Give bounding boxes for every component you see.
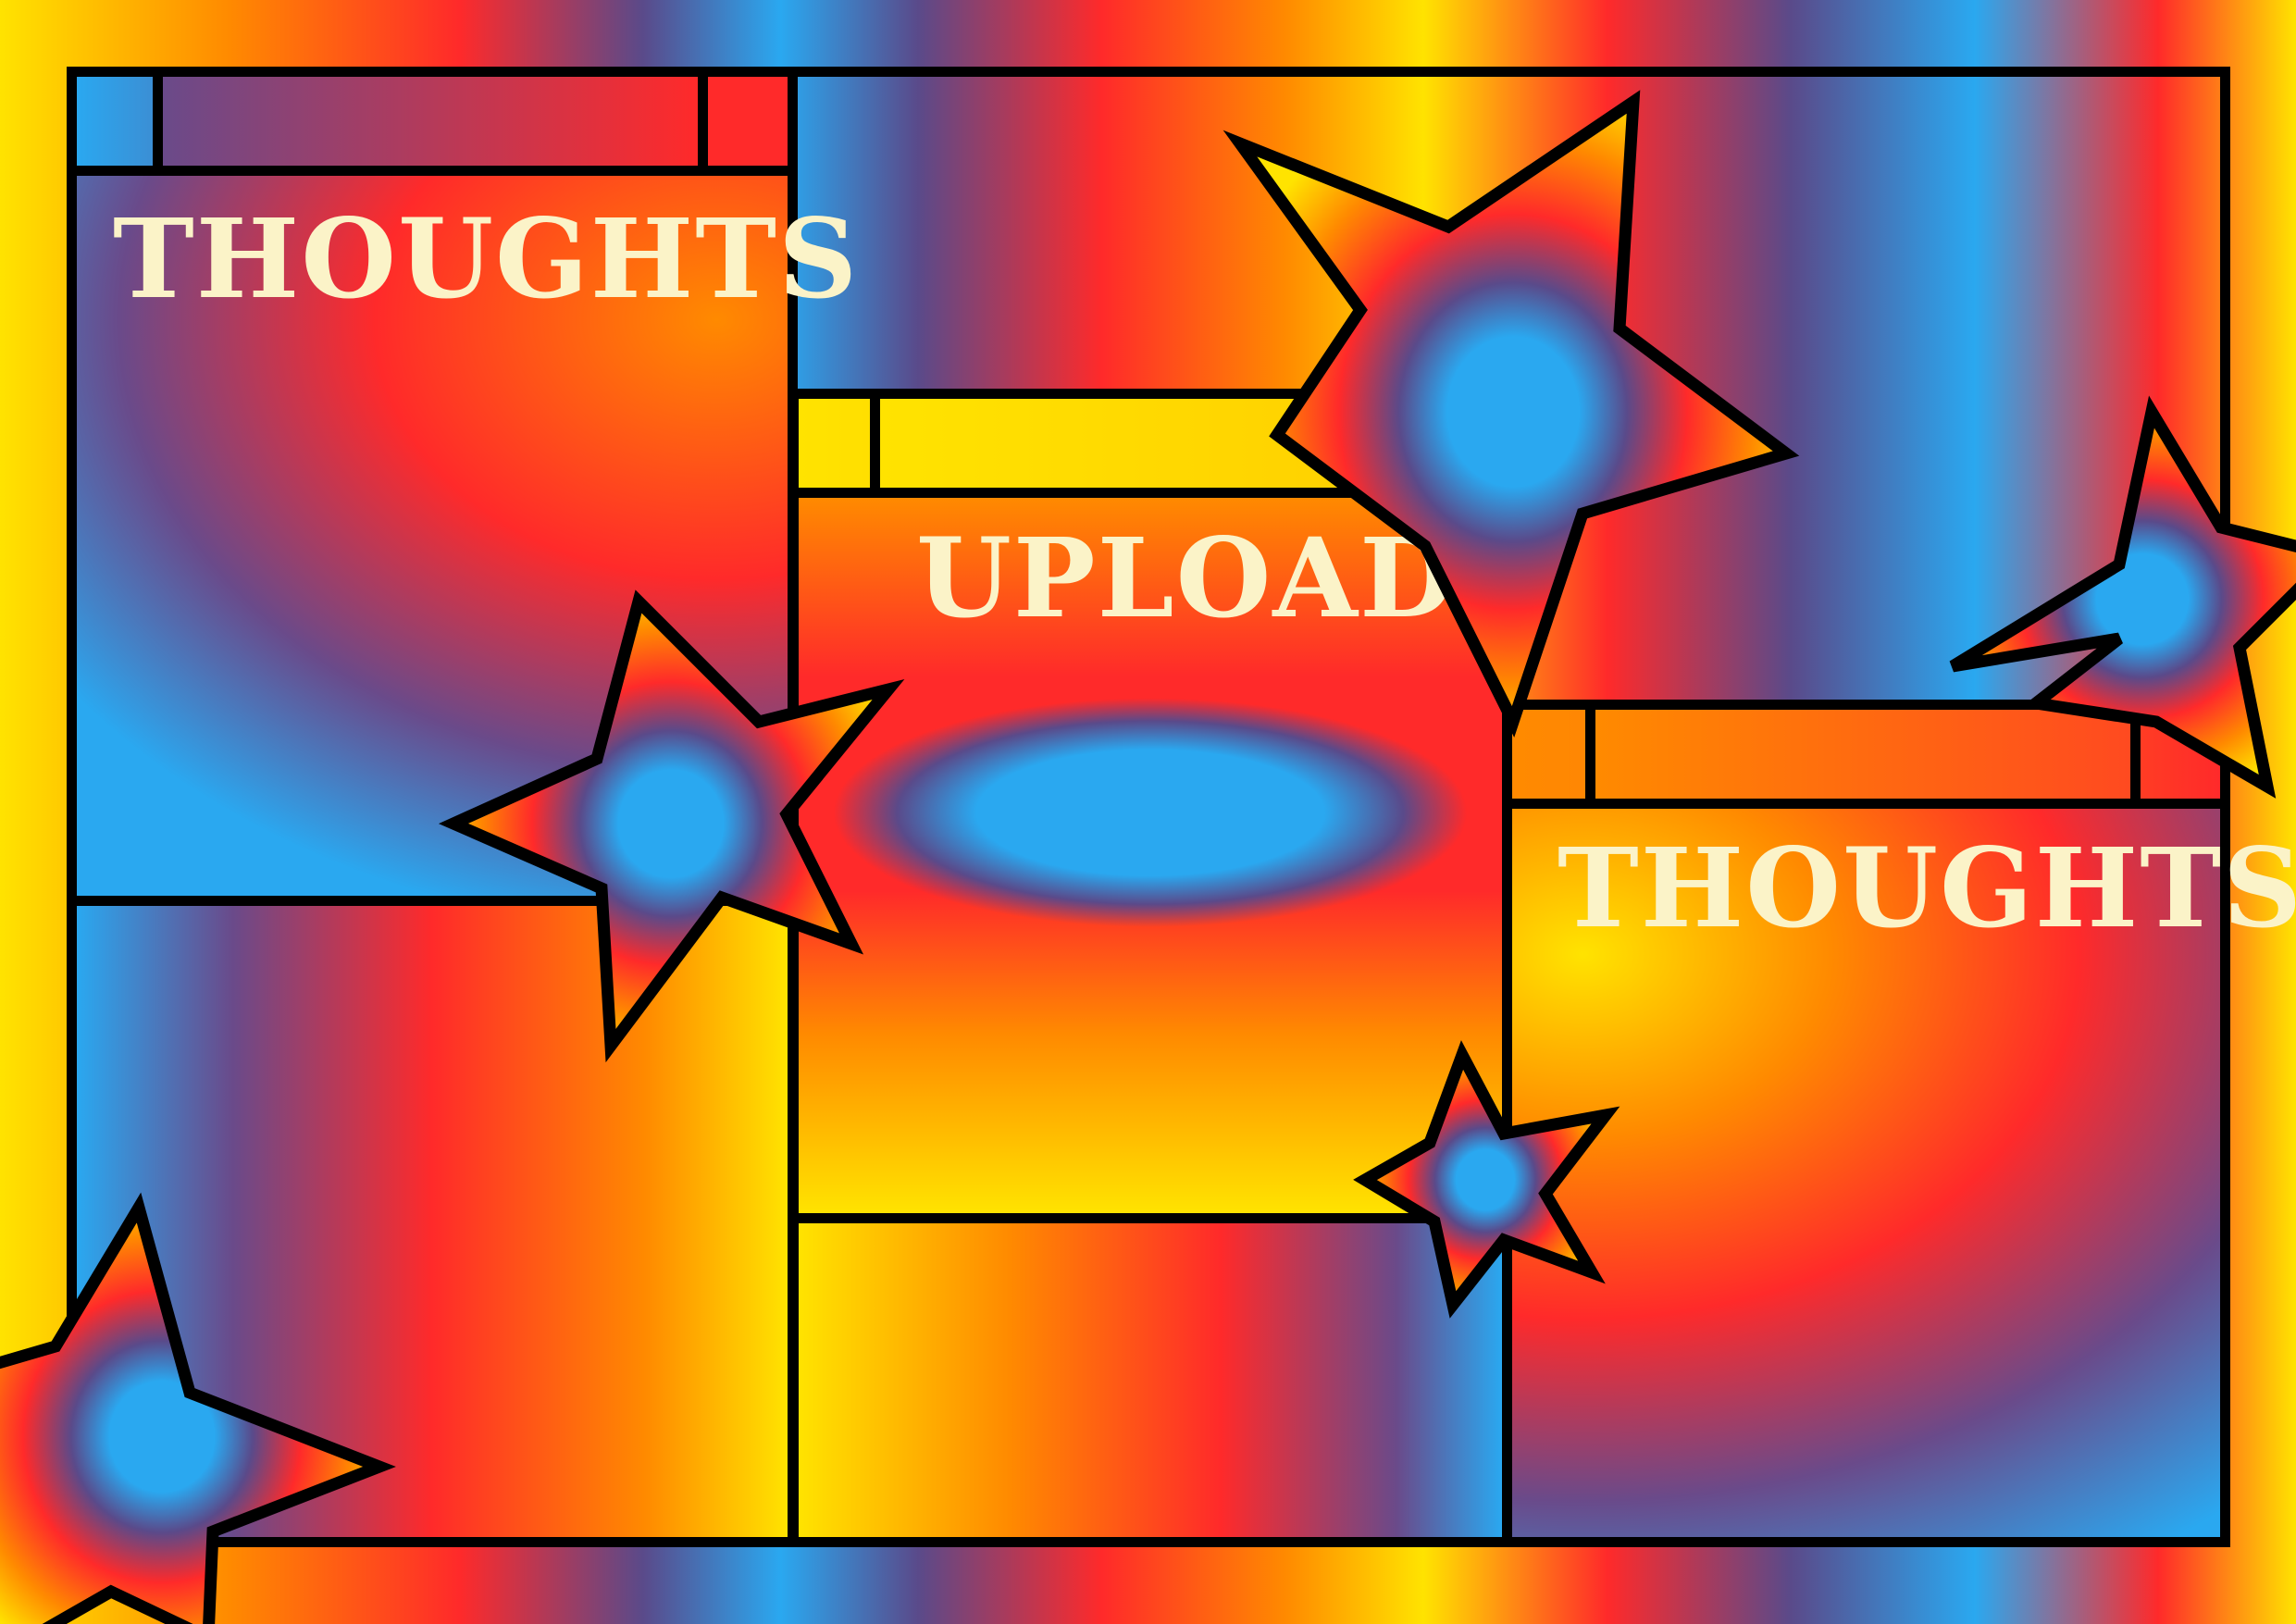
right-window-body (1502, 799, 2230, 1547)
right-window-title: THOUGHTS (1558, 824, 2296, 952)
center-window-title: UPLOAD (916, 514, 1457, 642)
center-window-lower-panel (788, 1213, 1512, 1547)
star-icon (1949, 395, 2296, 799)
left-window-title: THOUGHTS (113, 194, 860, 323)
star-icon (438, 589, 905, 1063)
star-icon (1353, 1040, 1620, 1319)
left-window-lower-panel (67, 896, 798, 1547)
right-window-titlebar-segment (1585, 700, 2141, 809)
star-icon (0, 1192, 396, 1624)
star-icon (1222, 90, 1800, 738)
center-window-body (788, 488, 1512, 1223)
